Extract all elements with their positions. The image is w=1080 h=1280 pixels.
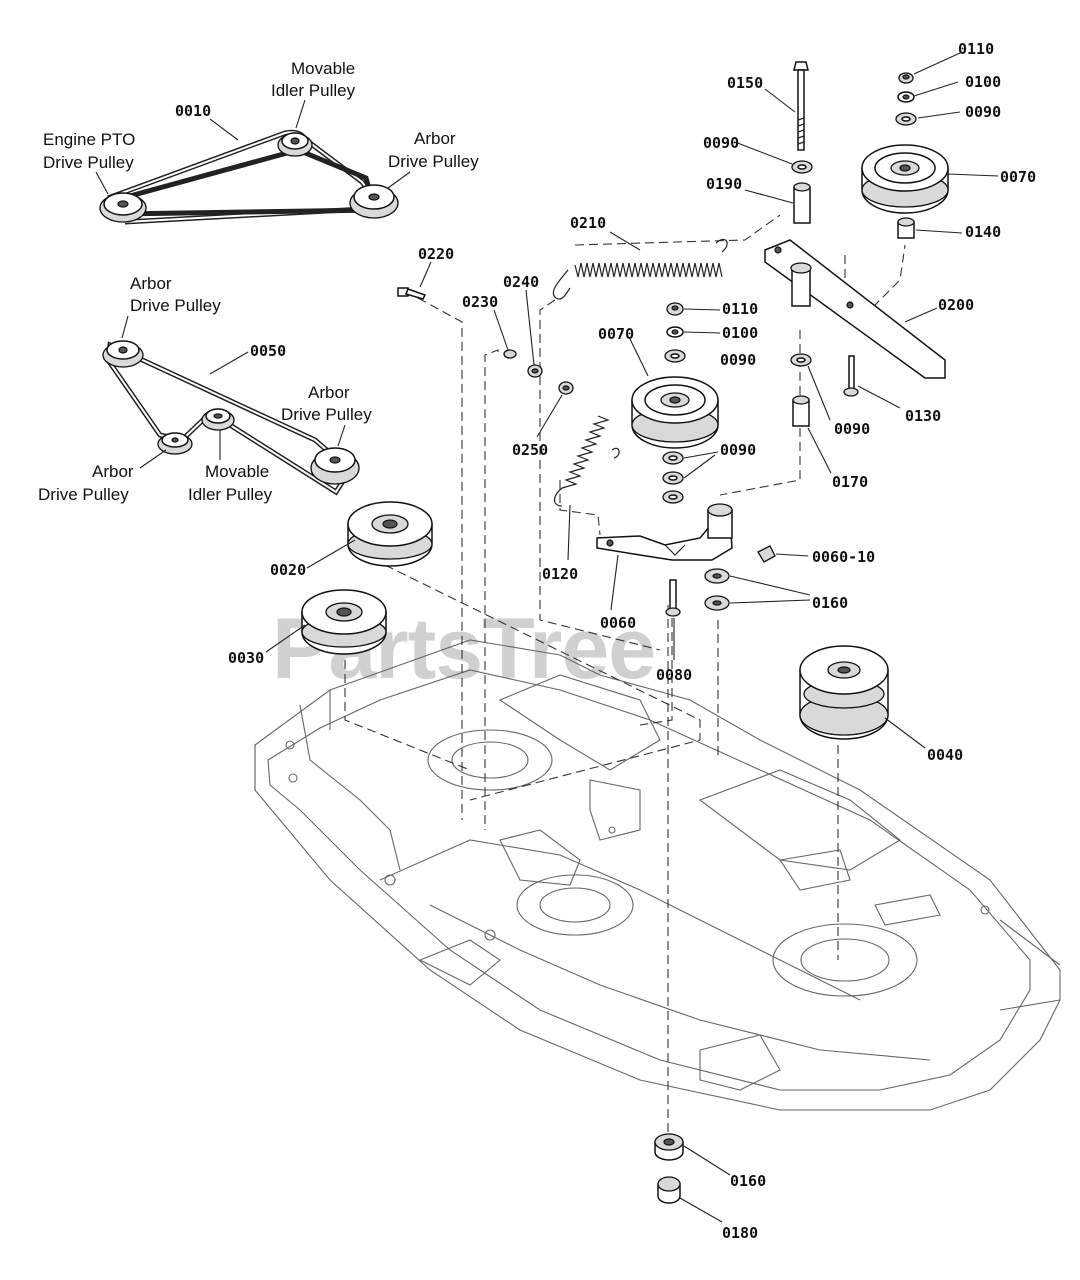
spacer-0140-icon (897, 217, 915, 239)
callout-0160-mid: 0160 (812, 594, 848, 612)
idler-pulley-0070-icon (631, 376, 719, 449)
bushing-0160-mid-a-icon (704, 568, 730, 584)
callout-0180: 0180 (722, 1224, 758, 1242)
callout-0060-10: 0060-10 (812, 548, 875, 566)
callout-0160-bottom: 0160 (730, 1172, 766, 1190)
spacer-0190-icon (793, 182, 811, 224)
pulley-0040-icon (799, 645, 889, 740)
label-movable-idler-line1: Movable (291, 59, 355, 78)
washer-0090-mid-b-icon (662, 471, 684, 485)
callout-0220: 0220 (418, 245, 454, 263)
callout-0010: 0010 (175, 102, 211, 120)
arbor-drive-pulley-icon (349, 184, 399, 219)
bolt-0130-icon (843, 355, 859, 397)
washer-0230-icon (503, 349, 517, 359)
callout-0070-right: 0070 (1000, 168, 1036, 186)
pulley-0020-icon (347, 501, 433, 567)
callout-0110-center: 0110 (722, 300, 758, 318)
label-engine-pto-line1: Engine PTO (43, 130, 135, 149)
label-arbor-top-line1: Arbor (130, 274, 172, 293)
engine-pto-drive-pulley-icon (99, 192, 147, 223)
callout-0150: 0150 (727, 74, 763, 92)
callout-0020: 0020 (270, 561, 306, 579)
nut-0110-right-icon (898, 72, 914, 84)
label-arbor-line1: Arbor (414, 129, 456, 148)
idler-arm-0200-icon (764, 239, 946, 379)
callout-0030: 0030 (228, 649, 264, 667)
callout-labels: 0020 0030 0040 0060 0060-10 0070 0070 00… (228, 40, 1036, 1242)
washer-0090-right-icon (895, 112, 917, 126)
label-arbor-line2: Drive Pulley (388, 152, 479, 171)
washer-0100-right-icon (897, 91, 915, 103)
label-arbor-right-line2: Drive Pulley (281, 405, 372, 424)
spacer-0170-icon (792, 395, 810, 427)
bolt-0080-icon (665, 579, 681, 617)
callout-0050: 0050 (250, 342, 286, 360)
washer-0090-center-icon (664, 349, 686, 363)
label-movable-idler-2-line2: Idler Pulley (188, 485, 273, 504)
label-arbor-top-line2: Drive Pulley (130, 296, 221, 315)
callout-0120: 0120 (542, 565, 578, 583)
callout-0090-right: 0090 (965, 103, 1001, 121)
arbor-top-pulley-icon (102, 340, 144, 368)
callout-0080: 0080 (656, 666, 692, 684)
nut-0240-icon (527, 364, 543, 378)
callout-0070-center: 0070 (598, 325, 634, 343)
callout-0210: 0210 (570, 214, 606, 232)
callout-0100-right: 0100 (965, 73, 1001, 91)
movable-idler-pulley-2-icon (201, 408, 235, 431)
mower-deck (254, 639, 1061, 1111)
grease-fitting-0060-10-icon (757, 545, 776, 563)
movable-idler-pulley-icon (277, 132, 313, 157)
bolt-0150-icon (793, 61, 809, 151)
label-arbor-left-line1: Arbor (92, 462, 134, 481)
callout-0170: 0170 (832, 473, 868, 491)
callout-0190: 0190 (706, 175, 742, 193)
callout-0060: 0060 (600, 614, 636, 632)
nut-0250-icon (558, 381, 574, 395)
label-movable-idler-line2: Idler Pulley (271, 81, 356, 100)
assembly-centerlines (344, 214, 906, 1135)
washer-0090-mid-c-icon (662, 490, 684, 504)
pulley-0030-icon (301, 589, 387, 655)
callout-0090-mid-a: 0090 (720, 351, 756, 369)
callout-0200: 0200 (938, 296, 974, 314)
callout-0250: 0250 (512, 441, 548, 459)
callout-0140: 0140 (965, 223, 1001, 241)
label-arbor-left-line2: Drive Pulley (38, 485, 129, 504)
idler-pulley-0070-right-icon (861, 144, 949, 214)
washer-0090-mid-a-icon (662, 451, 684, 465)
idler-bracket-0060-icon (596, 503, 733, 561)
callout-0040: 0040 (927, 746, 963, 764)
washer-0100-center-icon (666, 326, 684, 338)
washer-0090-col-icon (791, 160, 813, 174)
washer-0090-colbot-icon (790, 353, 812, 367)
belt-routing-diagram-0010: 0010 Engine PTO Drive Pulley Movable Idl… (43, 59, 479, 225)
callout-0090-col: 0090 (703, 134, 739, 152)
label-engine-pto-line2: Drive Pulley (43, 153, 134, 172)
arbor-left-pulley-icon (157, 432, 193, 455)
callout-0090-mid-b: 0090 (720, 441, 756, 459)
belt-routing-diagram-0050: Arbor Drive Pulley 0050 Arbor Drive Pull… (38, 274, 372, 504)
callout-0230: 0230 (462, 293, 498, 311)
arbor-right-pulley-icon (310, 447, 360, 485)
bushing-0160-bottom-icon (654, 1133, 684, 1161)
spring-0120-icon (553, 415, 620, 507)
label-movable-idler-2-line1: Movable (205, 462, 269, 481)
label-arbor-right-line1: Arbor (308, 383, 350, 402)
nut-0110-center-icon (666, 302, 684, 316)
callout-0130: 0130 (905, 407, 941, 425)
callout-0240: 0240 (503, 273, 539, 291)
callout-0090-colbot: 0090 (834, 420, 870, 438)
spring-0210-icon (552, 238, 728, 300)
leader-lines (265, 52, 999, 1223)
callout-0110-right: 0110 (958, 40, 994, 58)
bushing-0160-mid-b-icon (704, 595, 730, 611)
nut-0180-icon (657, 1176, 681, 1204)
bolt-0220-icon (397, 287, 427, 300)
callout-0100-center: 0100 (722, 324, 758, 342)
